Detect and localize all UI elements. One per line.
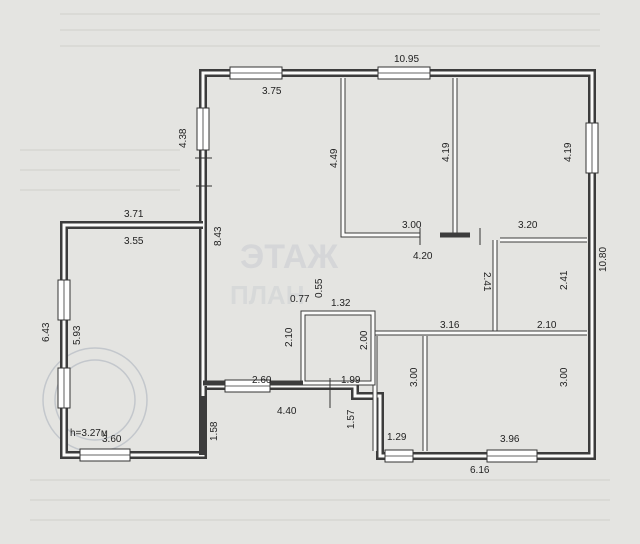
- dim-left-room-height: 5.93: [72, 325, 83, 345]
- dim-porch-right: 1.57: [346, 409, 357, 429]
- dim-bath-width: 1.29: [387, 432, 407, 443]
- window-left-wing-bottom: [79, 448, 131, 462]
- dim-room-b-bottom: 3.00: [402, 220, 422, 231]
- window-upper-left-side: [196, 107, 210, 151]
- window-bath: [384, 449, 414, 463]
- svg-text:ЭТАЖ: ЭТАЖ: [240, 238, 338, 276]
- dim-corridor-length: 8.43: [213, 226, 224, 246]
- dim-bottom-right: 6.16: [470, 465, 490, 476]
- dim-opening-w: 0.77: [290, 294, 310, 305]
- dim-left-room-top: 3.55: [124, 236, 144, 247]
- dim-upper-left-height: 4.38: [178, 128, 189, 148]
- dim-opening-h: 0.55: [314, 278, 325, 298]
- dim-ceiling-height: h=3.27м: [70, 428, 108, 439]
- dim-entry-bottom: 4.40: [277, 406, 297, 417]
- window-entry: [224, 379, 271, 393]
- dim-wc-side: 2.10: [284, 327, 295, 347]
- dim-hall-length: 2.10: [537, 320, 557, 331]
- window-top-middle: [377, 66, 431, 80]
- dim-room-c-height: 4.19: [563, 142, 574, 162]
- window-left-wing-lower: [57, 367, 71, 409]
- dim-top-overall: 10.95: [394, 54, 419, 65]
- dim-wc-height: 2.00: [359, 330, 370, 350]
- window-left-wing-upper: [57, 279, 71, 321]
- dim-bath-height: 3.00: [409, 367, 420, 387]
- dim-left-room-bottom: 3.60: [102, 434, 122, 445]
- window-right: [585, 122, 599, 174]
- dimension-labels: 10.95 3.71 3.75 3.55 3.00 3.20 4.20 0.77…: [41, 54, 609, 476]
- dim-wc-width: 1.32: [331, 298, 351, 309]
- dim-left-wing-height: 6.43: [41, 322, 52, 342]
- dim-hall-gap: 3.16: [440, 320, 460, 331]
- background-text-lines: [20, 13, 610, 521]
- dim-entry-left: 2.60: [252, 375, 272, 386]
- window-top-left: [229, 66, 283, 80]
- dim-room-a-height: 4.49: [329, 148, 340, 168]
- dim-room-a-top: 3.75: [262, 86, 282, 97]
- dim-corridor-width: 4.20: [413, 251, 433, 262]
- dim-hall-width-b: 2.41: [481, 272, 492, 292]
- dim-bed-width: 3.96: [500, 434, 520, 445]
- dim-right-overall: 10.80: [598, 247, 609, 272]
- svg-text:ПЛАН: ПЛАН: [230, 280, 304, 310]
- dim-porch-left: 1.58: [209, 421, 220, 441]
- dim-wc-bottom: 1.99: [341, 375, 361, 386]
- dim-room-c-bottom: 3.20: [518, 220, 538, 231]
- dim-hall-width: 2.41: [559, 270, 570, 290]
- dim-left-wing-top: 3.71: [124, 209, 144, 220]
- dim-bed-height: 3.00: [559, 367, 570, 387]
- dim-room-b-height: 4.19: [441, 142, 452, 162]
- window-bedroom-bottom: [486, 449, 538, 463]
